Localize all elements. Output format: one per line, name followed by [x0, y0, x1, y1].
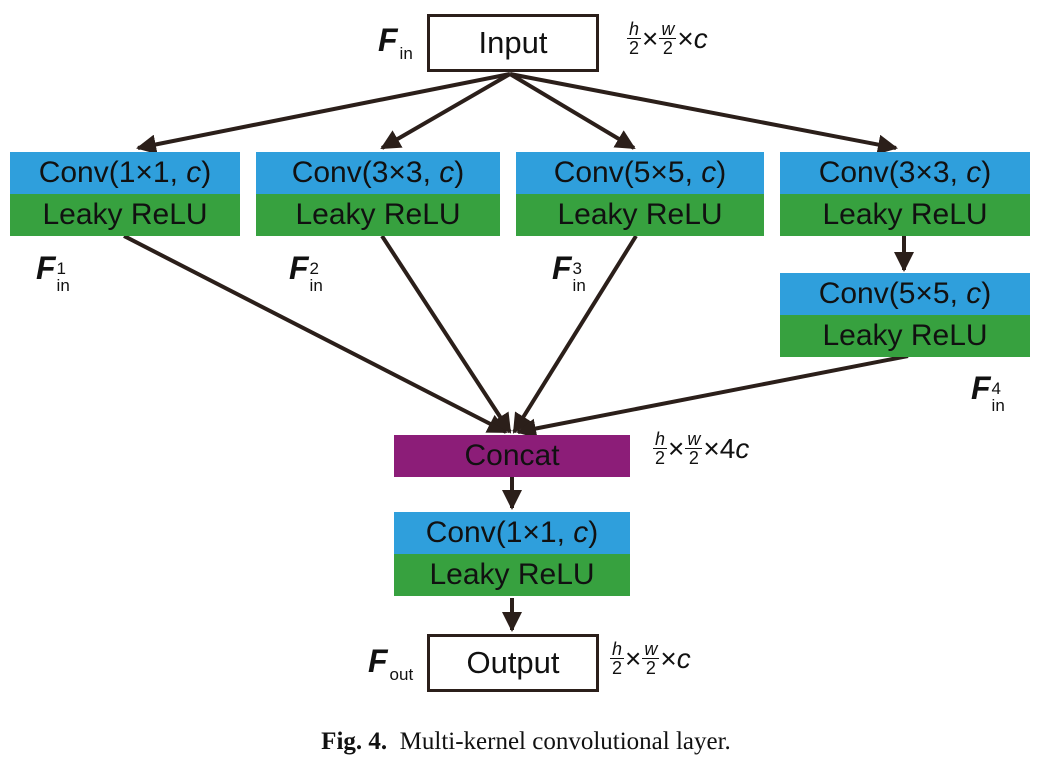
- branch1-activation-block: Leaky ReLU: [10, 194, 240, 236]
- branch4-activation-block: Leaky ReLU: [780, 194, 1030, 236]
- arrow-branch2-to-concat: [380, 234, 512, 434]
- final-activation-block: Leaky ReLU: [394, 554, 630, 596]
- branch2-activation-block: Leaky ReLU: [256, 194, 500, 236]
- arrow-input-to-branch2: [380, 72, 512, 150]
- output-box: Output: [427, 634, 599, 692]
- final-conv-block: Conv(1×1, c): [394, 512, 630, 554]
- arrow-branch3-to-concat: [512, 234, 638, 434]
- branch4-conv-block: Conv(3×3, c): [780, 152, 1030, 194]
- branch2-conv-block: Conv(3×3, c): [256, 152, 500, 194]
- branch3-conv-block: Conv(5×5, c): [516, 152, 764, 194]
- branch1-conv-block: Conv(1×1, c): [10, 152, 240, 194]
- figure-caption: Fig. 4. Multi-kernel convolutional layer…: [0, 728, 1052, 756]
- branch4-second-conv-block: Conv(5×5, c): [780, 273, 1030, 315]
- arrow-input-to-branch4: [509, 72, 898, 155]
- branch4-second-activation-block: Leaky ReLU: [780, 315, 1030, 357]
- branch3-activation-block: Leaky ReLU: [516, 194, 764, 236]
- arrow-input-to-branch1: [136, 72, 511, 155]
- arrow-branch4-to-concat: [516, 354, 909, 439]
- caption-text: Multi-kernel convolutional layer.: [399, 728, 731, 755]
- caption-label: Fig. 4.: [321, 728, 388, 755]
- arrow-input-to-branch3: [508, 72, 636, 150]
- concat-block: Concat: [394, 435, 630, 477]
- arrow-branch1-to-concat: [123, 234, 508, 434]
- input-box: Input: [427, 14, 599, 72]
